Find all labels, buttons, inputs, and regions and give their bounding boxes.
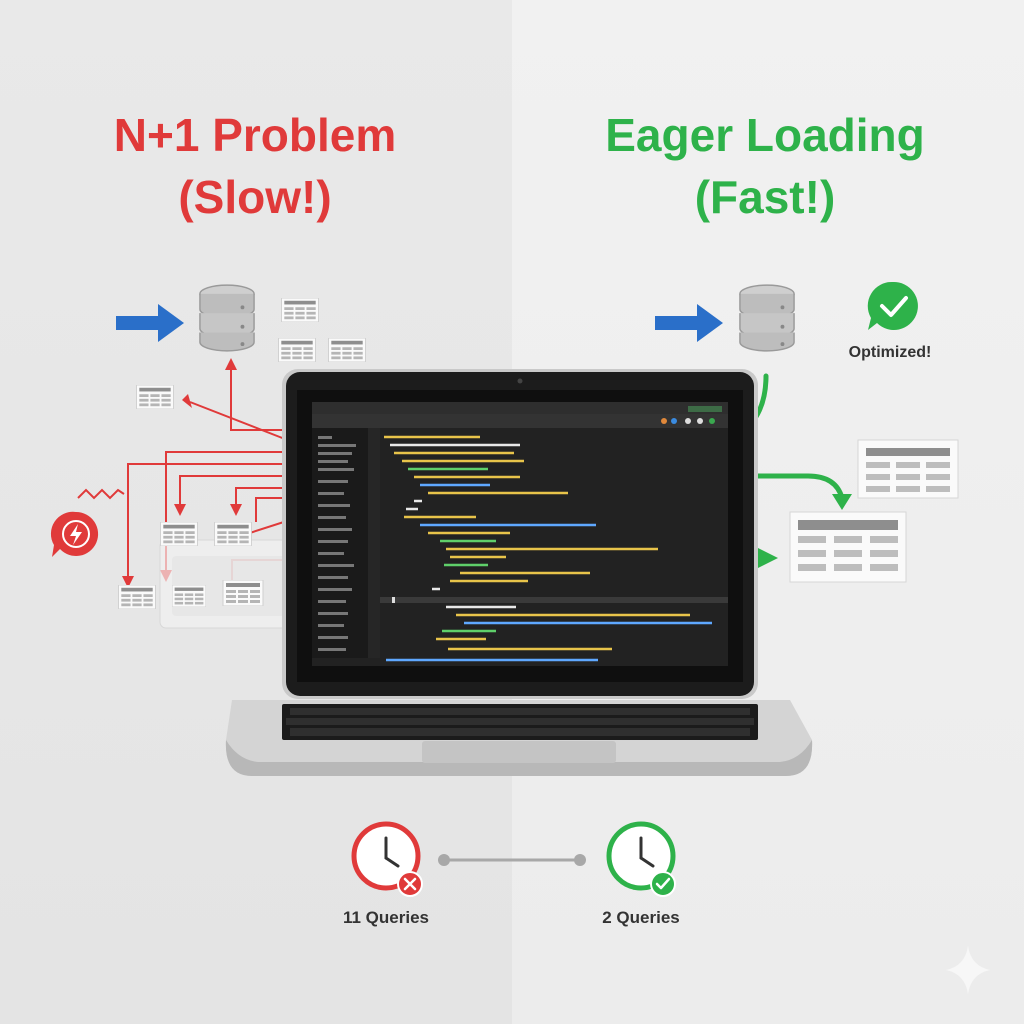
left-database-icon (199, 284, 255, 352)
code-lines (384, 435, 712, 662)
n-plus-one-title-line1: N+1 Problem (113, 109, 397, 161)
optimized-check-icon (867, 281, 918, 330)
connector-dot (574, 854, 586, 866)
zigzag-icon (77, 488, 125, 500)
n-plus-one-title: N+1 Problem (Slow!) (35, 104, 475, 228)
n-plus-one-table-stack (118, 522, 311, 629)
connector-dot (438, 854, 450, 866)
slow-clock-icon (351, 821, 423, 897)
table-icon (328, 338, 366, 362)
eager-loading-title-line1: Eager Loading (605, 109, 925, 161)
sparkle-icon (946, 946, 990, 994)
optimized-label: Optimized! (849, 344, 932, 361)
trackpad (422, 741, 616, 763)
table-icon (222, 580, 264, 606)
laptop (225, 369, 813, 776)
slow-queries-label: 11 Queries (343, 908, 429, 927)
eager-result-tables (789, 439, 959, 583)
eager-loading-title-line2: (Fast!) (694, 171, 836, 223)
eager-loading-title: Eager Loading (Fast!) (545, 104, 985, 228)
table-icon (278, 338, 316, 362)
table-icon (281, 298, 319, 322)
fast-queries-label: 2 Queries (602, 908, 680, 927)
table-icon (136, 385, 174, 409)
right-database-icon (739, 284, 795, 352)
table-icon (118, 585, 156, 609)
webcam-icon (517, 378, 523, 384)
fast-clock-icon (606, 821, 676, 897)
lightning-icon (50, 511, 99, 557)
table-icon (214, 522, 252, 546)
table-icon (160, 522, 198, 546)
eager-loading-arrowheads (754, 494, 852, 570)
table-icon (172, 585, 206, 607)
right-incoming-arrow (655, 304, 723, 342)
left-incoming-arrow (116, 304, 184, 342)
n-plus-one-title-line2: (Slow!) (178, 171, 332, 223)
